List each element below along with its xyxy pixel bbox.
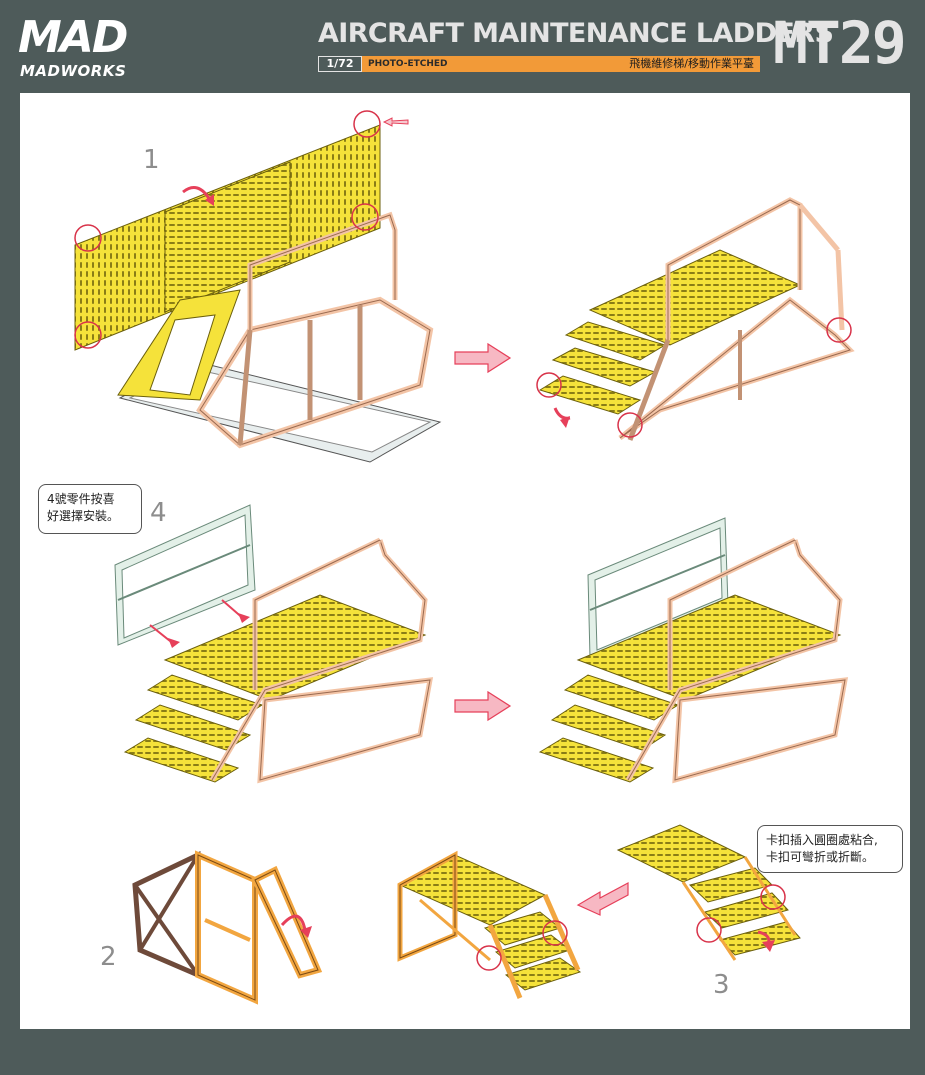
figure-4-railing-installed (538, 517, 849, 784)
material-label: PHOTO-ETCHED (368, 59, 448, 69)
arrow-right-icon (454, 690, 512, 722)
figure-2-frame-folding (132, 850, 323, 1005)
figure-3-stair-assembled (397, 850, 582, 999)
note-part-4: 4號零件按喜 好選擇安裝。 (38, 484, 142, 534)
note-part-4-line-1: 4號零件按喜 (47, 492, 115, 506)
scale-badge: 1/72 (318, 56, 362, 72)
note-clip-line-1: 卡扣插入圓圈處粘合, (766, 833, 878, 847)
figure-1-assembled-ladder (536, 197, 855, 441)
note-clip: 卡扣插入圓圈處粘合, 卡扣可彎折或折斷。 (757, 825, 903, 873)
logo-mark: MAD (18, 12, 128, 63)
logo-text: MADWORKS (20, 62, 127, 80)
arrow-right-icon (454, 342, 512, 374)
note-clip-line-2: 卡扣可彎折或折斷。 (766, 850, 875, 864)
step-number-3: 3 (713, 970, 730, 1000)
figure-1-flat-part (74, 110, 442, 463)
product-code: MT29 (773, 9, 907, 77)
step-number-4: 4 (150, 498, 167, 528)
subtitle-bar: 1/72 PHOTO-ETCHED 飛機維修梯/移動作業平臺 (318, 56, 760, 72)
figure-3-grate-with-clips (616, 824, 801, 961)
chinese-title: 飛機維修梯/移動作業平臺 (629, 57, 754, 70)
madworks-logo: MAD MADWORKS (18, 14, 148, 84)
product-title: AIRCRAFT MAINTENANCE LADDERS (318, 18, 834, 49)
step-number-2: 2 (100, 942, 117, 972)
figure-4-railing-installation (114, 504, 434, 784)
arrow-left-icon (576, 881, 629, 916)
step-number-1: 1 (143, 145, 160, 175)
note-part-4-line-2: 好選擇安裝。 (47, 509, 120, 523)
